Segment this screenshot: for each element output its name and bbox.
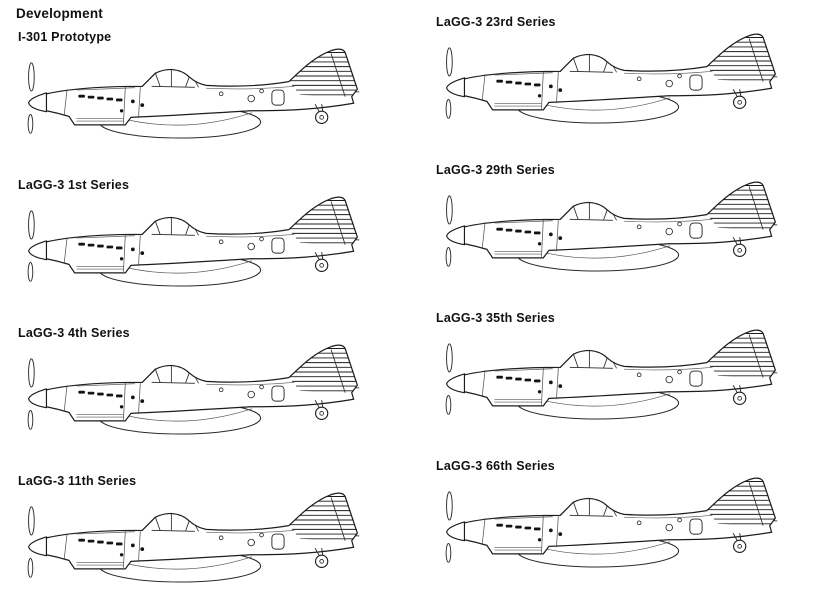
aircraft-profile-drawing [426, 30, 826, 154]
variant-lagg3-29th-series: LaGG-3 29th Series [424, 163, 840, 311]
aircraft-profile-drawing [426, 326, 826, 450]
variant-label: LaGG-3 66th Series [436, 459, 555, 473]
variant-i301-prototype: I-301 Prototype [6, 30, 426, 178]
variant-lagg3-35th-series: LaGG-3 35th Series [424, 311, 840, 459]
aircraft-profile-drawing [426, 474, 826, 598]
variant-label: LaGG-3 11th Series [18, 474, 137, 488]
aircraft-profile-drawing [8, 489, 408, 604]
variant-label: LaGG-3 23rd Series [436, 15, 556, 29]
aircraft-profile-drawing [8, 193, 408, 317]
aircraft-profile-drawing [426, 178, 826, 302]
variant-label: LaGG-3 29th Series [436, 163, 555, 177]
aircraft-profile-drawing [8, 45, 408, 169]
left-column: I-301 Prototype LaGG-3 1st Series LaGG-3… [6, 30, 426, 604]
variant-label: LaGG-3 1st Series [18, 178, 130, 192]
page-title: Development [16, 6, 103, 21]
variant-label: LaGG-3 4th Series [18, 326, 130, 340]
aircraft-profile-drawing [8, 341, 408, 465]
right-column: LaGG-3 23rd Series LaGG-3 29th Series La… [424, 15, 840, 604]
variant-label: LaGG-3 35th Series [436, 311, 555, 325]
variant-lagg3-66th-series: LaGG-3 66th Series [424, 459, 840, 604]
variant-label: I-301 Prototype [18, 30, 112, 44]
variant-lagg3-23rd-series: LaGG-3 23rd Series [424, 15, 840, 163]
variant-lagg3-4th-series: LaGG-3 4th Series [6, 326, 426, 474]
variant-lagg3-11th-series: LaGG-3 11th Series [6, 474, 426, 604]
variant-lagg3-1st-series: LaGG-3 1st Series [6, 178, 426, 326]
